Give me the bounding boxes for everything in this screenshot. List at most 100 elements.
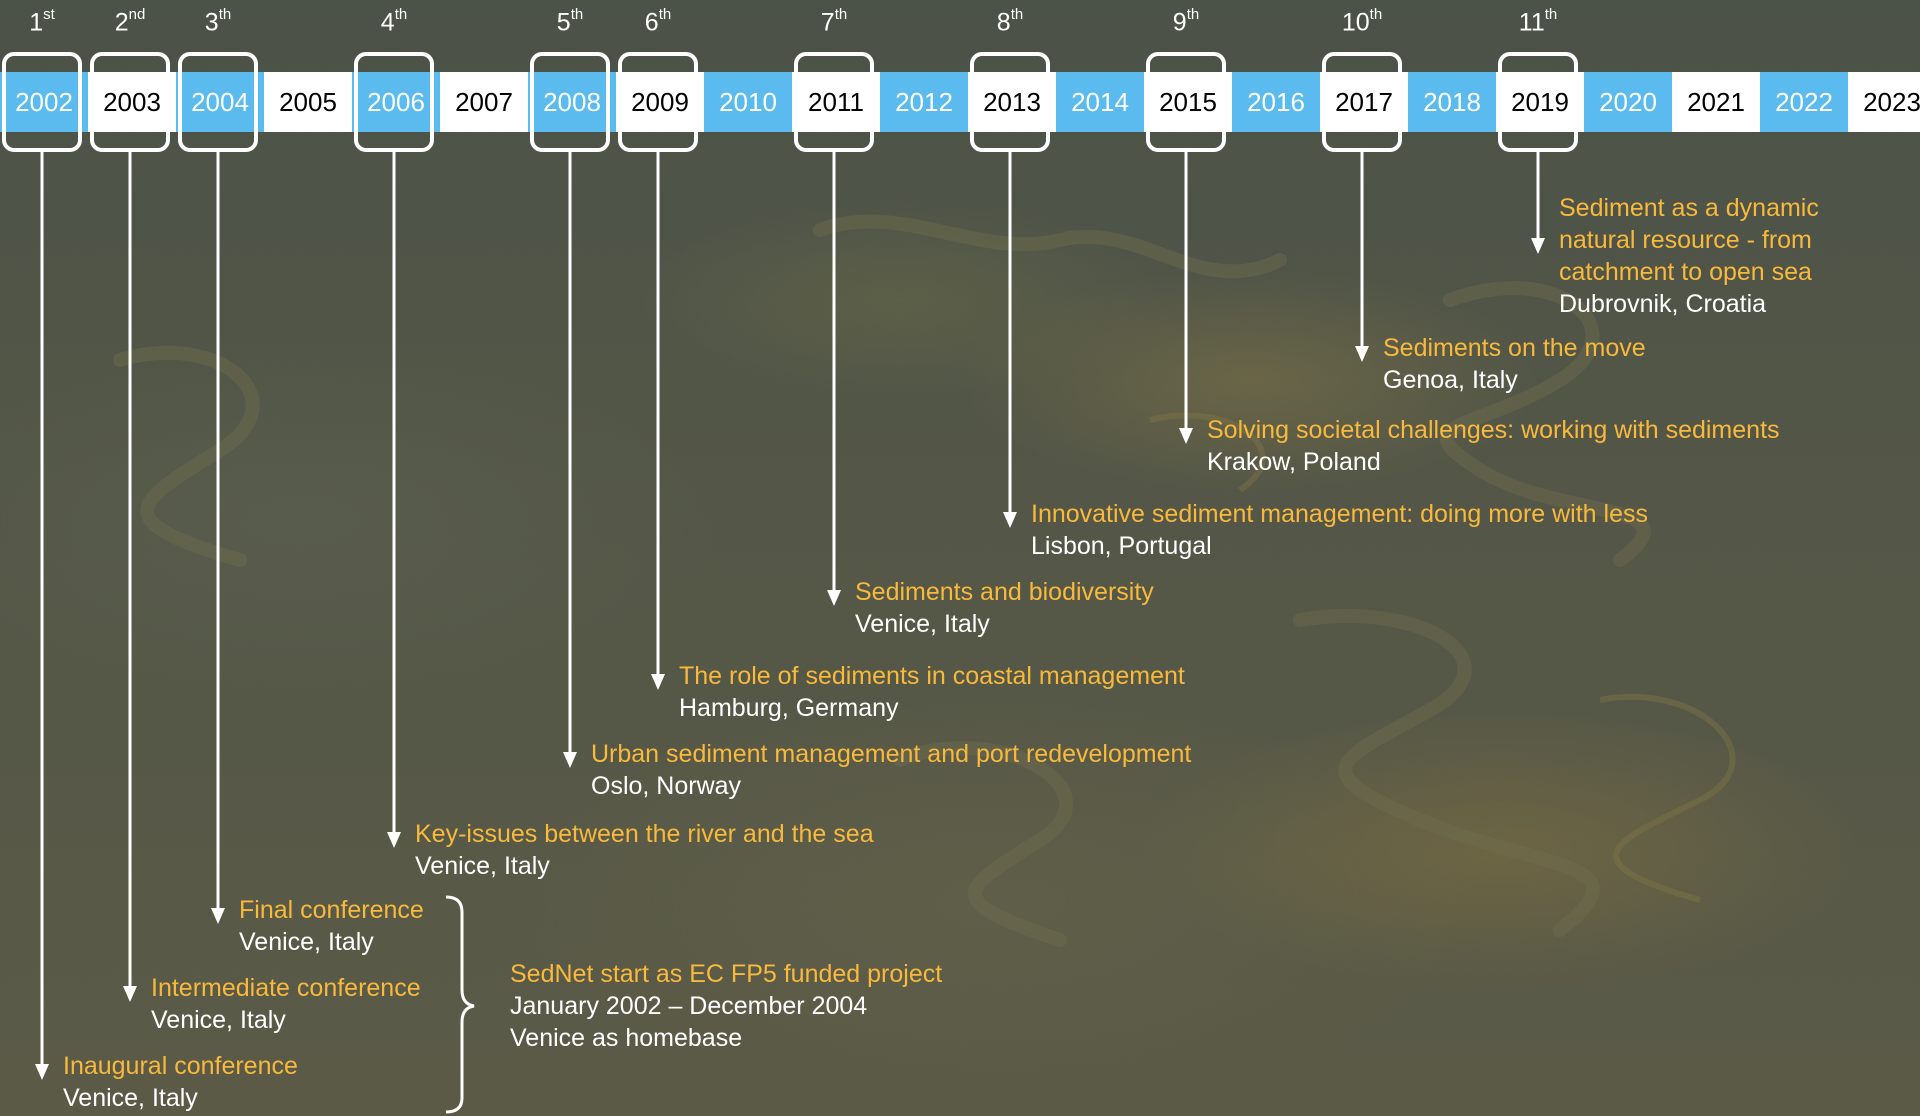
ordinal-8: 8th bbox=[996, 6, 1024, 37]
ordinal-suffix: th bbox=[1369, 6, 1383, 23]
conference-location: Genoa, Italy bbox=[1383, 366, 1518, 394]
frame-2013 bbox=[970, 52, 1050, 152]
conference-5: Urban sediment management and port redev… bbox=[591, 738, 1191, 802]
ordinal-suffix: th bbox=[834, 6, 848, 23]
year-2005: 2005 bbox=[264, 72, 352, 132]
ordinal-number: 11 bbox=[1518, 8, 1545, 37]
year-2021: 2021 bbox=[1672, 72, 1760, 132]
conference-location: Venice, Italy bbox=[415, 852, 550, 880]
arrow-head-2003 bbox=[123, 986, 137, 1002]
year-2019: 2019 bbox=[1496, 72, 1584, 132]
conference-location: Venice, Italy bbox=[151, 1006, 286, 1034]
project-note: SedNet start as EC FP5 funded project Ja… bbox=[510, 958, 942, 1054]
conference-8: Innovative sediment management: doing mo… bbox=[1031, 498, 1648, 562]
ordinal-11: 11th bbox=[1518, 6, 1558, 37]
ordinal-suffix: th bbox=[1010, 6, 1024, 23]
conference-title: Final conference bbox=[239, 896, 424, 924]
conference-title: Sediments on the move bbox=[1383, 334, 1646, 362]
frame-2015 bbox=[1146, 52, 1226, 152]
conference-4: Key-issues between the river and the sea… bbox=[415, 818, 874, 882]
year-2016: 2016 bbox=[1232, 72, 1320, 132]
conference-title-line: natural resource - from bbox=[1559, 226, 1812, 254]
project-note-title: SedNet start as EC FP5 funded project bbox=[510, 960, 943, 988]
conference-location: Oslo, Norway bbox=[591, 772, 742, 800]
year-2014: 2014 bbox=[1056, 72, 1144, 132]
year-2004: 2004 bbox=[176, 72, 264, 132]
ordinal-suffix: th bbox=[1544, 6, 1558, 23]
arrow-head-2011 bbox=[827, 590, 841, 606]
year-2011: 2011 bbox=[792, 72, 880, 132]
year-2017: 2017 bbox=[1320, 72, 1408, 132]
ordinal-suffix: th bbox=[218, 6, 232, 23]
year-2008: 2008 bbox=[528, 72, 616, 132]
ordinal-6: 6th bbox=[644, 6, 672, 37]
project-note-period: January 2002 – December 2004 bbox=[510, 992, 868, 1020]
arrow-head-2006 bbox=[387, 832, 401, 848]
conference-location: Hamburg, Germany bbox=[679, 694, 899, 722]
ordinal-number: 3 bbox=[204, 8, 219, 37]
conference-title: Solving societal challenges: working wit… bbox=[1207, 416, 1780, 444]
ordinal-suffix: nd bbox=[128, 6, 146, 23]
conference-9: Solving societal challenges: working wit… bbox=[1207, 414, 1780, 478]
frame-2019 bbox=[1498, 52, 1578, 152]
arrow-head-2002 bbox=[35, 1064, 49, 1080]
ordinal-suffix: st bbox=[43, 6, 55, 23]
ordinal-number: 6 bbox=[644, 8, 659, 37]
conference-location: Venice, Italy bbox=[239, 928, 374, 956]
year-2007: 2007 bbox=[440, 72, 528, 132]
frame-2008 bbox=[530, 52, 610, 152]
ordinal-suffix: th bbox=[394, 6, 408, 23]
year-2010: 2010 bbox=[704, 72, 792, 132]
ordinal-suffix: th bbox=[570, 6, 584, 23]
ordinal-number: 10 bbox=[1341, 8, 1370, 37]
ordinal-4: 4th bbox=[381, 6, 408, 37]
year-2022: 2022 bbox=[1760, 72, 1848, 132]
ordinal-2: 2nd bbox=[114, 6, 146, 37]
ordinal-suffix: th bbox=[1186, 6, 1200, 23]
year-2015: 2015 bbox=[1144, 72, 1232, 132]
year-2002: 2002 bbox=[0, 72, 88, 132]
conference-location: Venice, Italy bbox=[855, 610, 990, 638]
arrow-head-2019 bbox=[1531, 238, 1545, 254]
conference-location: Lisbon, Portugal bbox=[1031, 532, 1212, 560]
conference-title: The role of sediments in coastal managem… bbox=[679, 662, 1185, 690]
frame-2002 bbox=[2, 52, 82, 152]
ordinal-number: 8 bbox=[996, 8, 1011, 37]
arrow-head-2009 bbox=[651, 674, 665, 690]
year-2009: 2009 bbox=[616, 72, 704, 132]
year-2023: 2023 bbox=[1848, 72, 1920, 132]
ordinal-number: 5 bbox=[556, 8, 571, 37]
ordinal-3: 3th bbox=[204, 6, 232, 37]
conference-6: The role of sediments in coastal managem… bbox=[679, 660, 1185, 724]
conference-title-line: catchment to open sea bbox=[1559, 258, 1812, 286]
year-2018: 2018 bbox=[1408, 72, 1496, 132]
conference-title: Innovative sediment management: doing mo… bbox=[1031, 500, 1648, 528]
ordinal-9: 9th bbox=[1172, 6, 1200, 37]
ordinal-number: 9 bbox=[1172, 8, 1187, 37]
year-2013: 2013 bbox=[968, 72, 1056, 132]
conference-location: Venice, Italy bbox=[63, 1084, 198, 1112]
year-2020: 2020 bbox=[1584, 72, 1672, 132]
ordinal-number: 2 bbox=[114, 8, 129, 37]
ordinal-suffix: th bbox=[658, 6, 672, 23]
year-2006: 2006 bbox=[352, 72, 440, 132]
conference-title: Key-issues between the river and the sea bbox=[415, 820, 874, 848]
ordinal-5: 5th bbox=[556, 6, 584, 37]
frame-2004 bbox=[178, 52, 258, 152]
arrow-head-2015 bbox=[1179, 428, 1193, 444]
conference-location: Krakow, Poland bbox=[1207, 448, 1381, 476]
frame-2011 bbox=[794, 52, 874, 152]
ordinal-number: 7 bbox=[820, 8, 835, 37]
arrow-head-2013 bbox=[1003, 512, 1017, 528]
conference-title: Intermediate conference bbox=[151, 974, 421, 1002]
arrow-head-2017 bbox=[1355, 346, 1369, 362]
frame-2009 bbox=[618, 52, 698, 152]
conference-location: Dubrovnik, Croatia bbox=[1559, 290, 1767, 318]
